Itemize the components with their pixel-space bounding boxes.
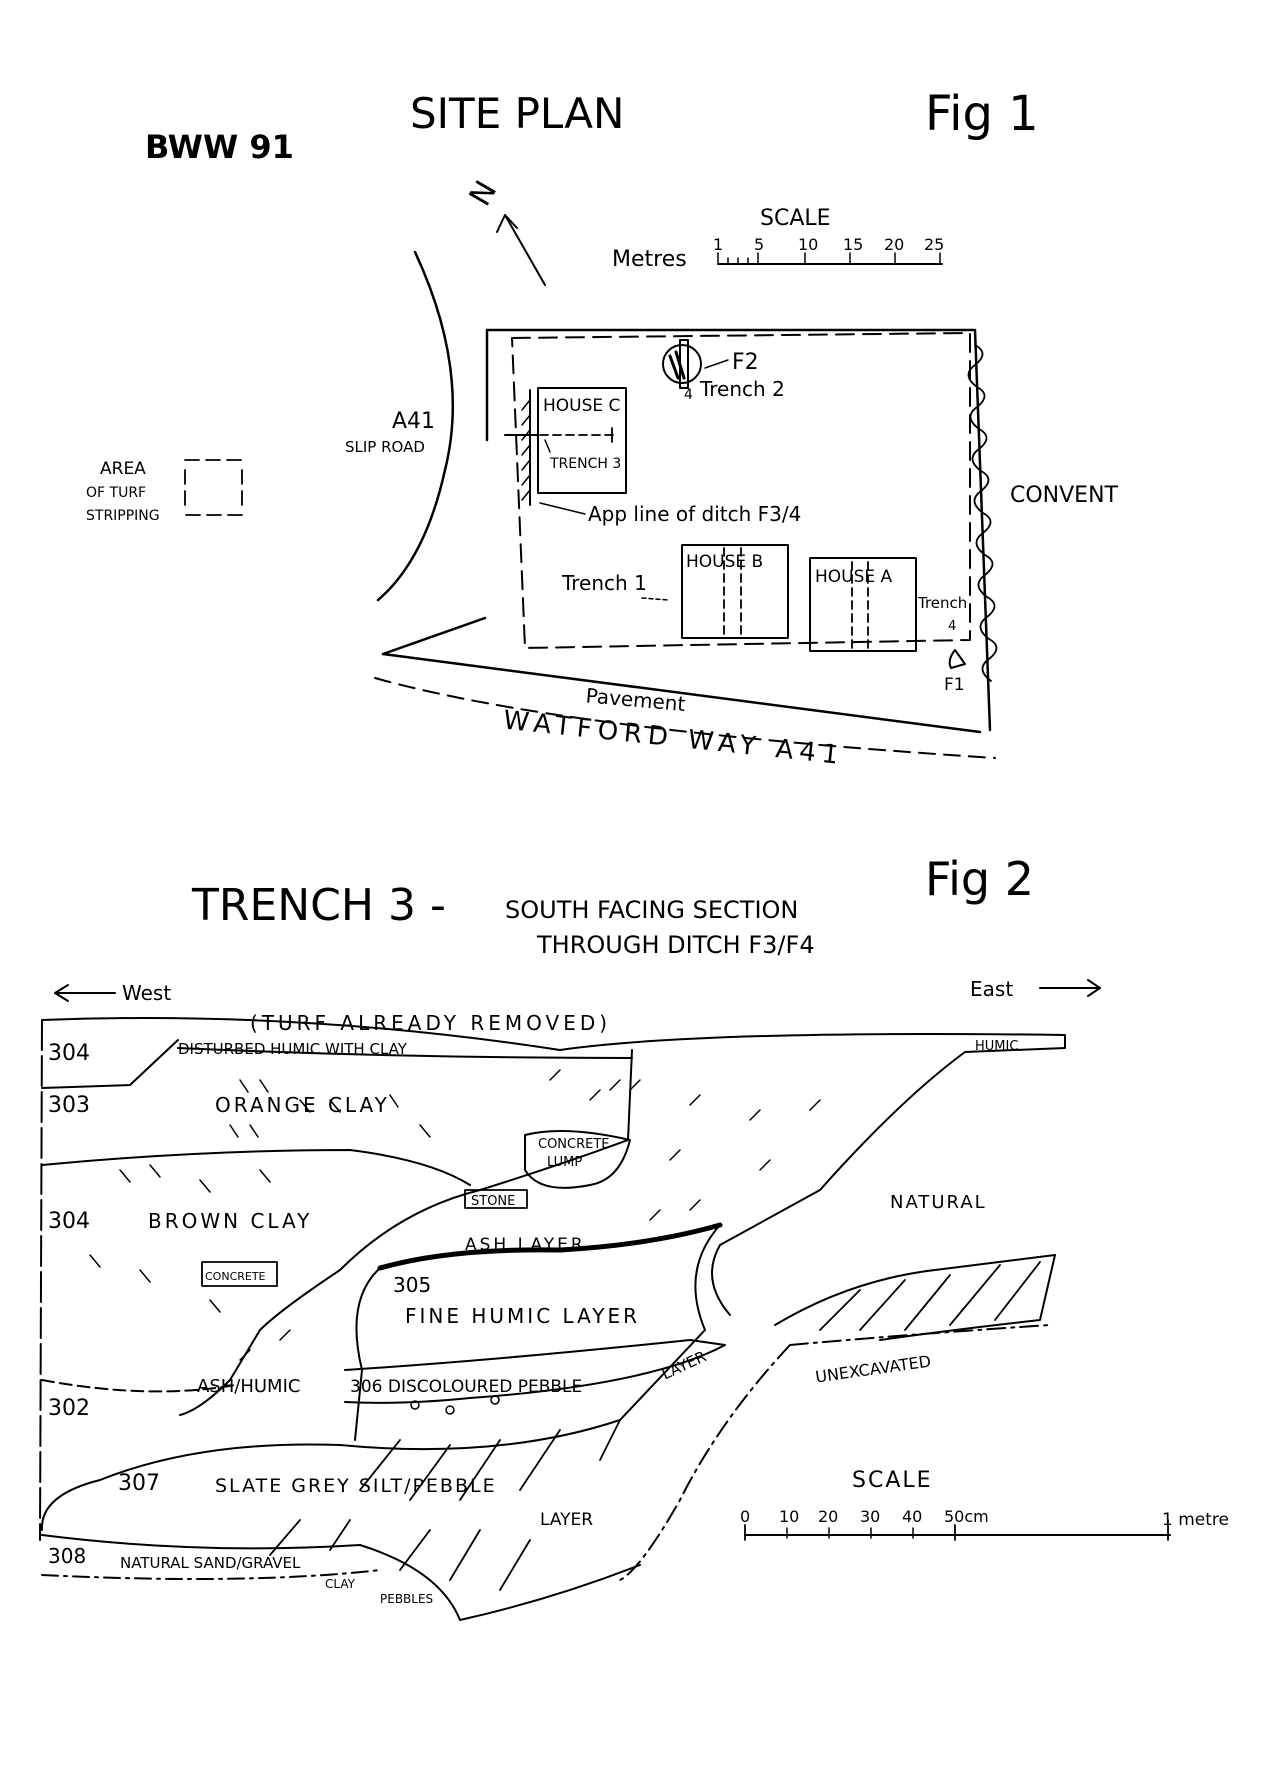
section-scale-tick-50: 50cm xyxy=(944,1507,989,1526)
house-b: HOUSE B Trench 1 xyxy=(561,544,789,639)
f2-label: F2 xyxy=(732,350,759,375)
layer-307-label: SLATE GREY SILT/PEBBLE xyxy=(215,1475,497,1497)
turf-legend-line3: STRIPPING xyxy=(86,508,160,524)
turf-stripping-area xyxy=(511,332,971,649)
section-scale-tick-0: 0 xyxy=(740,1507,750,1526)
trench4-number: 4 xyxy=(948,619,956,634)
west-label: West xyxy=(122,981,171,1005)
slip-road-label: SLIP ROAD xyxy=(345,438,425,456)
concrete-lump-label-1: CONCRETE xyxy=(538,1137,610,1152)
fig2-label: Fig 2 xyxy=(925,852,1034,906)
trench2-number: 4 xyxy=(684,387,693,403)
site-scale-tick-20: 20 xyxy=(884,235,904,254)
f1-label: F1 xyxy=(944,675,965,695)
clay-label: CLAY xyxy=(325,1577,356,1591)
humic-label: HUMIC xyxy=(975,1039,1018,1054)
layer-304b-label: BROWN CLAY xyxy=(148,1209,312,1233)
turf-legend-line1: AREA xyxy=(100,459,146,479)
convent-label: CONVENT xyxy=(1010,483,1119,508)
layer-306-label: 306 DISCOLOURED PEBBLE xyxy=(350,1377,582,1397)
north-label: N xyxy=(463,175,505,212)
ash-layer-band xyxy=(377,1222,723,1271)
stone-label: STONE xyxy=(471,1194,515,1209)
fig1-site-plan: BWW 91 SITE PLAN Fig 1 N SCALE Metres 1 … xyxy=(86,86,1119,771)
site-scale-unit: Metres xyxy=(612,247,687,272)
concrete-small xyxy=(201,1261,278,1287)
trench3-label: TRENCH 3 xyxy=(549,456,621,472)
section-scale-tick-20: 20 xyxy=(818,1507,838,1526)
house-a-label: HOUSE A xyxy=(815,567,893,587)
concrete-small-label: CONCRETE xyxy=(205,1270,266,1283)
layer-303-number: 303 xyxy=(48,1093,90,1118)
north-arrow: N xyxy=(463,175,546,286)
site-code: BWW 91 xyxy=(145,128,294,166)
trench1-label: Trench 1 xyxy=(561,571,647,595)
site-boundary-south xyxy=(381,652,982,734)
ditch-label: App line of ditch F3/4 xyxy=(588,502,801,526)
fig2-subtitle-1: SOUTH FACING SECTION xyxy=(505,896,798,924)
ash-humic-label: ASH/HUMIC xyxy=(197,1376,300,1397)
pebbles-label: PEBBLES xyxy=(380,1592,433,1606)
unexcavated-label: UNEXCAVATED xyxy=(814,1352,932,1387)
layer-307-layer-label: LAYER xyxy=(540,1510,593,1530)
ground-surface xyxy=(41,1017,1066,1053)
layer-308-label: NATURAL SAND/GRAVEL xyxy=(120,1554,301,1572)
pavement-label: Pavement xyxy=(585,683,687,716)
site-scale-tick-15: 15 xyxy=(843,235,863,254)
fig2-trench-section: TRENCH 3 - SOUTH FACING SECTION THROUGH … xyxy=(39,852,1229,1621)
house-a: HOUSE A Trench 4 F1 xyxy=(809,557,967,695)
layer-308-number: 308 xyxy=(48,1544,86,1568)
section-scale-tick-30: 30 xyxy=(860,1507,880,1526)
layer-302-number: 302 xyxy=(48,1396,90,1421)
east-arrow: East xyxy=(970,977,1101,1001)
natural-label: NATURAL xyxy=(890,1192,987,1213)
house-c-label: HOUSE C xyxy=(543,396,620,416)
layer-304a-number: 304 xyxy=(48,1041,90,1066)
layer-303-label: ORANGE CLAY xyxy=(215,1093,390,1117)
section-scale-bar: SCALE 0 10 20 30 40 50cm 1 metre xyxy=(740,1468,1229,1541)
site-scale-bar: SCALE Metres 1 5 10 15 20 25 xyxy=(612,206,944,272)
west-arrow: West xyxy=(54,981,171,1005)
feature-f2: F2 4 Trench 2 xyxy=(662,339,785,403)
site-boundary xyxy=(381,328,992,732)
turf-legend-line2: OF TURF xyxy=(86,485,146,501)
section-scale-tick-40: 40 xyxy=(902,1507,922,1526)
west-edge xyxy=(39,1019,43,1541)
site-scale-tick-25: 25 xyxy=(924,235,944,254)
layer-304b-number: 304 xyxy=(48,1209,90,1234)
turf-stripping-legend: AREA OF TURF STRIPPING xyxy=(86,459,243,524)
convent-hedge xyxy=(967,344,998,682)
fig2-subtitle-2: THROUGH DITCH F3/F4 xyxy=(536,931,815,959)
layer-305-label: FINE HUMIC LAYER xyxy=(405,1304,640,1328)
site-plan-title: SITE PLAN xyxy=(410,89,624,138)
layer-305-number: 305 xyxy=(393,1273,431,1297)
section-scale-title: SCALE xyxy=(852,1468,933,1493)
layer-304a-label: DISTURBED HUMIC WITH CLAY xyxy=(178,1040,408,1058)
site-scale-title: SCALE xyxy=(760,206,831,231)
trench4-label: Trench xyxy=(917,594,967,612)
ash-layer-label: ASH LAYER xyxy=(465,1235,586,1255)
site-scale-tick-10: 10 xyxy=(798,235,818,254)
layer-307-number: 307 xyxy=(118,1471,160,1496)
east-label: East xyxy=(970,977,1013,1001)
soil-texture-strokes xyxy=(89,1069,821,1361)
section-scale-end: 1 metre xyxy=(1162,1510,1229,1530)
house-c: HOUSE C TRENCH 3 App line of ditch F3/4 xyxy=(504,387,801,526)
watford-way-label: WATFORD WAY A41 xyxy=(502,705,846,771)
fig2-title: TRENCH 3 - xyxy=(191,880,446,931)
slip-road-a41: A41 xyxy=(392,409,435,434)
concrete-lump xyxy=(524,1130,631,1189)
fig1-label: Fig 1 xyxy=(925,86,1039,142)
site-scale-tick-1: 1 xyxy=(713,235,723,254)
section-scale-tick-10: 10 xyxy=(779,1507,799,1526)
pavement-line xyxy=(374,677,996,759)
trench2-label: Trench 2 xyxy=(699,377,785,401)
site-scale-tick-5: 5 xyxy=(754,235,764,254)
concrete-lump-label-2: LUMP xyxy=(547,1155,582,1170)
turf-removed-label: (TURF ALREADY REMOVED) xyxy=(250,1011,611,1035)
slip-road-line xyxy=(376,250,455,602)
stone xyxy=(464,1189,528,1209)
